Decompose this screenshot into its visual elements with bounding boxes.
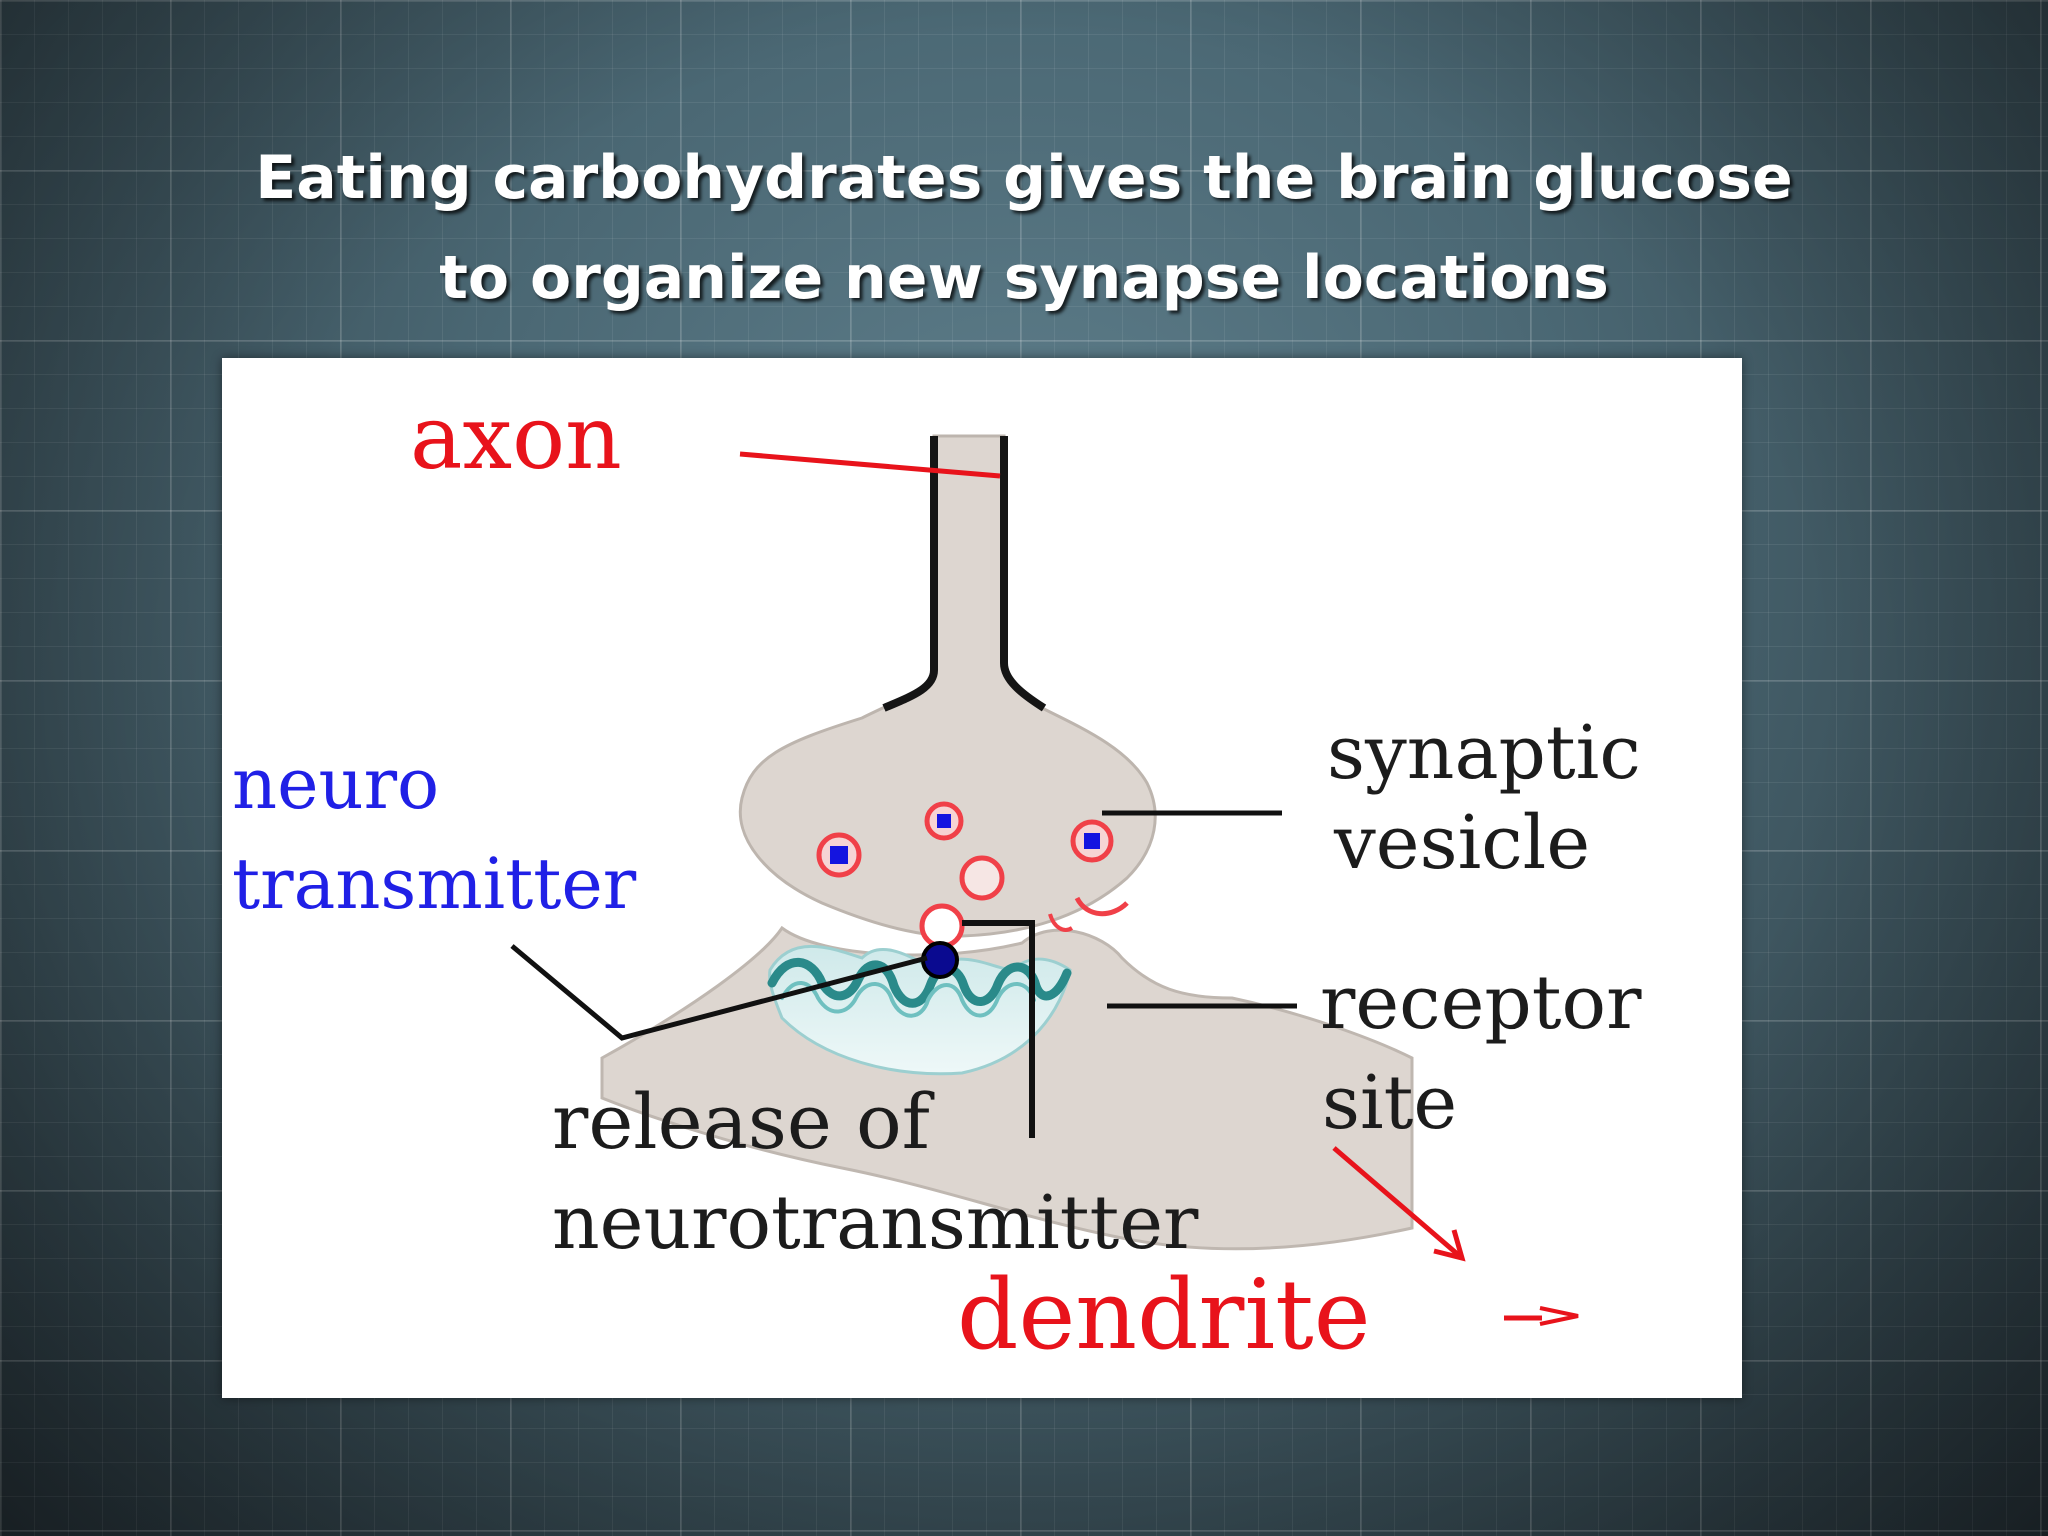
slide-title: Eating carbohydrates gives the brain glu… <box>140 128 1908 328</box>
vesicle-1 <box>816 832 862 878</box>
label-dendrite: dendrite <box>957 1259 1371 1371</box>
receptor-membrane-wave-inner <box>780 981 1036 1018</box>
label-axon: axon <box>410 386 622 489</box>
label-neurotransmitter: neurotransmitter <box>552 1180 1199 1266</box>
label-release-of: release of <box>552 1077 935 1166</box>
axon-right-membrane <box>1000 436 1047 712</box>
dendrite-dash-arrowhead <box>1539 1306 1579 1326</box>
receptor-membrane-wave <box>767 957 1072 1008</box>
synapse-diagram: axon neuro transmitter synaptic vesicle … <box>222 358 1742 1398</box>
slide-title-line-2: to organize new synapse locations <box>439 243 1609 313</box>
dendrite-pointer-arrowhead <box>1433 1229 1466 1262</box>
vesicle-3 <box>1070 819 1114 863</box>
label-synaptic: synaptic <box>1327 710 1641 796</box>
synapse-diagram-svg: axon neuro transmitter synaptic vesicle … <box>232 386 1642 1371</box>
label-receptor: receptor <box>1320 960 1642 1046</box>
vesicle-2 <box>924 801 964 841</box>
axon-left-membrane <box>882 436 938 712</box>
neurotransmitter-molecule <box>921 941 959 979</box>
release-pointer <box>962 920 1035 1138</box>
released-vesicle <box>919 903 965 949</box>
dendrite-pointer <box>1332 1146 1464 1260</box>
slide-title-line-1: Eating carbohydrates gives the brain glu… <box>255 143 1793 213</box>
fusing-vesicle <box>1074 896 1129 917</box>
label-site: site <box>1322 1060 1457 1146</box>
fusing-vesicle-2 <box>1048 913 1074 932</box>
axon-pointer <box>739 451 1001 479</box>
label-transmitter: transmitter <box>232 843 637 925</box>
empty-vesicle <box>959 855 1005 901</box>
label-vesicle: vesicle <box>1333 800 1590 886</box>
label-neuro: neuro <box>232 743 439 825</box>
neurotransmitter-pointer <box>510 944 928 1041</box>
